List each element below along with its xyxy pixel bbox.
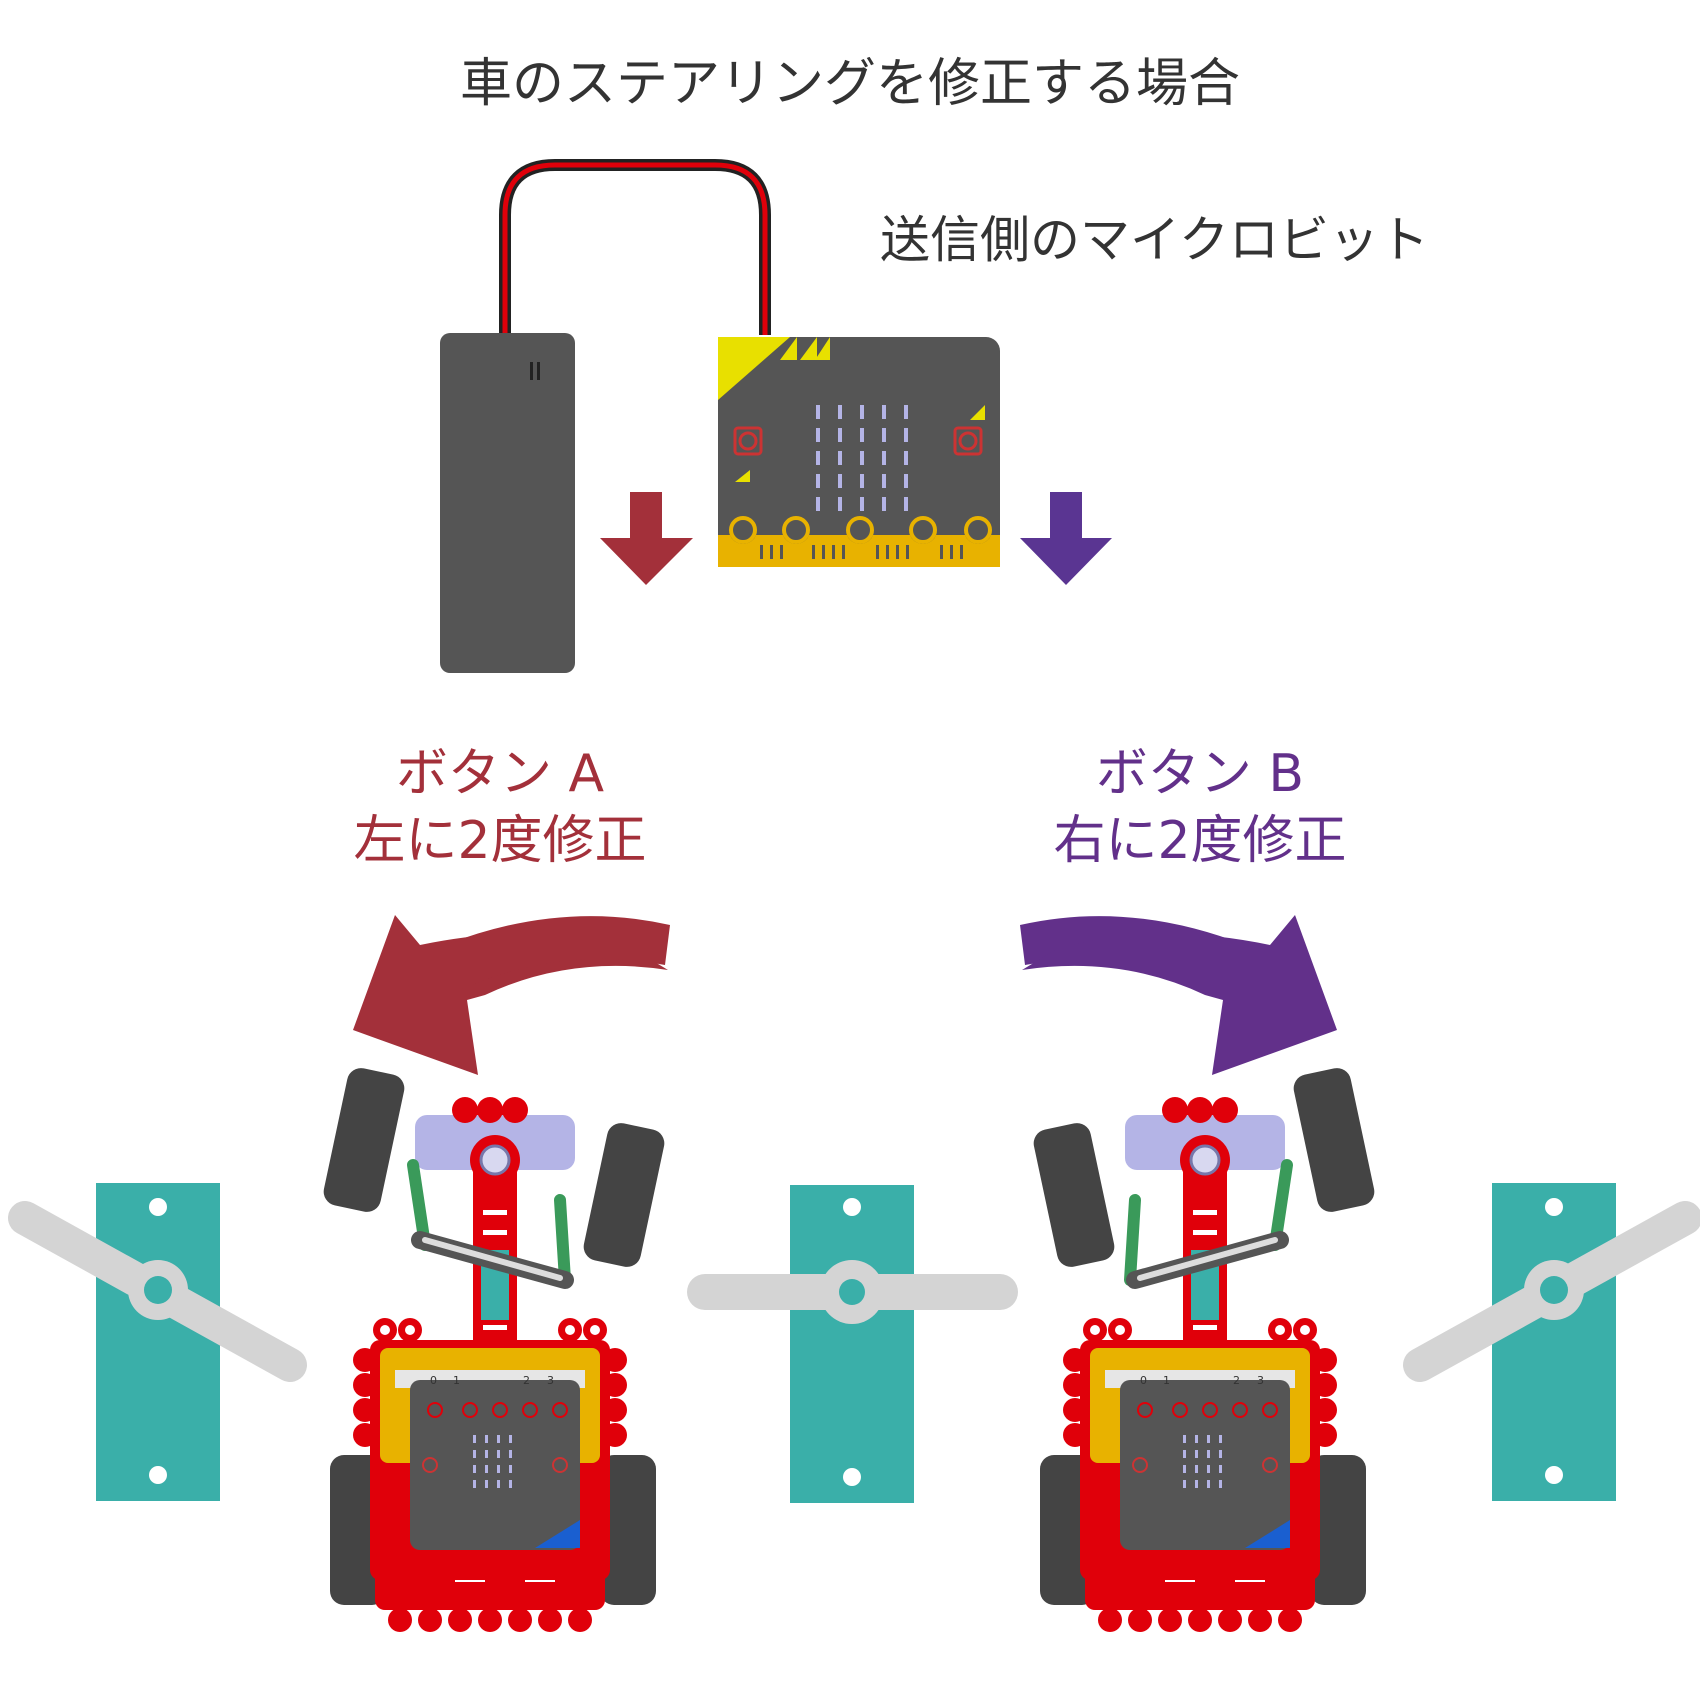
button-b-action: 右に2度修正 — [1053, 811, 1347, 871]
servo-diagram-center — [687, 1185, 1018, 1503]
robot-car-right: 0 1 2 3 — [1033, 1068, 1375, 1634]
svg-text:1: 1 — [1163, 1374, 1170, 1387]
svg-text:1: 1 — [453, 1374, 460, 1387]
button-a-action: 左に2度修正 — [353, 811, 647, 871]
pin-labels: 0 1 2 3 — [1140, 1374, 1264, 1387]
pin-labels: 0 1 2 3 — [430, 1374, 554, 1387]
svg-text:2: 2 — [1233, 1374, 1240, 1387]
battery-pack — [440, 159, 771, 673]
svg-text:3: 3 — [1257, 1374, 1264, 1387]
svg-text:0: 0 — [430, 1374, 437, 1387]
servo-diagram-left — [8, 1183, 307, 1501]
button-a-label: ボタン A — [395, 744, 605, 804]
servo-diagram-right — [1403, 1183, 1700, 1501]
robot-car-left: 0 1 2 3 — [323, 1068, 665, 1634]
arrow-down-b-icon — [1020, 492, 1112, 585]
edge-connector — [718, 516, 1000, 567]
button-b-icon — [953, 426, 983, 456]
led-matrix — [816, 405, 908, 511]
button-b-label: ボタン B — [1095, 744, 1305, 804]
page-title: 車のステアリングを修正する場合 — [459, 54, 1240, 114]
arrow-down-a-icon — [600, 492, 693, 585]
arrow-turn-right-icon — [1020, 915, 1337, 1075]
arrow-turn-left-icon — [353, 915, 670, 1075]
sender-microbit-label: 送信側のマイクロビット — [880, 211, 1429, 269]
button-a-icon — [733, 426, 763, 456]
svg-text:2: 2 — [523, 1374, 530, 1387]
svg-text:3: 3 — [547, 1374, 554, 1387]
microbit-sender — [718, 337, 1000, 567]
svg-text:0: 0 — [1140, 1374, 1147, 1387]
